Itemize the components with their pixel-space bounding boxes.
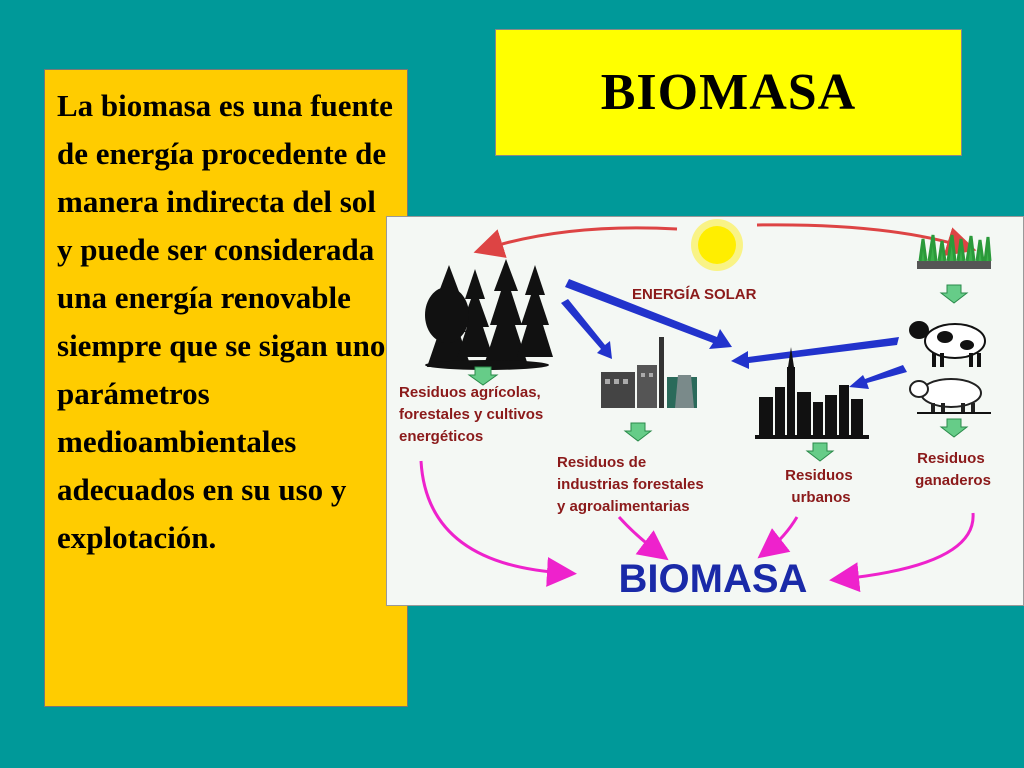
grass-icon bbox=[917, 234, 992, 269]
magenta-arrow-3 bbox=[757, 516, 799, 559]
magenta-arrow-2 bbox=[617, 516, 669, 561]
green-arrow-2 bbox=[623, 422, 653, 442]
magenta-arrow-4 bbox=[829, 512, 975, 593]
city-icon bbox=[755, 347, 869, 439]
solar-energy-label: ENERGÍA SOLAR bbox=[632, 286, 757, 303]
sun-icon bbox=[691, 219, 743, 271]
green-arrow-3 bbox=[805, 442, 835, 462]
biomasa-center-label: BIOMASA bbox=[619, 557, 808, 601]
residuos-ganaderos-label: Residuos ganaderos bbox=[915, 450, 991, 489]
cow-icon bbox=[909, 321, 986, 367]
blue-arrow-1 bbox=[565, 279, 732, 349]
magenta-arrow-1 bbox=[419, 460, 577, 587]
green-arrow-1 bbox=[467, 366, 499, 386]
blue-arrow-2 bbox=[561, 299, 612, 359]
residuos-industrias-label: Residuos de industrias forestales y agro… bbox=[557, 454, 708, 515]
pig-icon bbox=[909, 378, 991, 414]
residuos-urbanos-label: Residuos urbanos bbox=[785, 467, 857, 506]
residuos-agricolas-label: Residuos agrícolas, forestales y cultivo… bbox=[399, 384, 547, 445]
red-arrow-right bbox=[756, 223, 977, 257]
description-box: La biomasa es una fuente de energía proc… bbox=[44, 69, 408, 707]
trees-icon bbox=[425, 259, 553, 370]
blue-arrow-4 bbox=[849, 365, 907, 389]
factory-icon bbox=[601, 337, 697, 408]
biomass-diagram: ENERGÍA SOLAR bbox=[386, 216, 1024, 606]
description-text: La biomasa es una fuente de energía proc… bbox=[57, 88, 398, 555]
green-arrow-5 bbox=[939, 418, 969, 438]
title-box: BIOMASA bbox=[495, 29, 962, 156]
red-arrow-left bbox=[473, 226, 678, 258]
blue-arrow-3 bbox=[731, 337, 899, 369]
green-arrow-4 bbox=[939, 284, 969, 304]
page-title: BIOMASA bbox=[600, 64, 857, 121]
